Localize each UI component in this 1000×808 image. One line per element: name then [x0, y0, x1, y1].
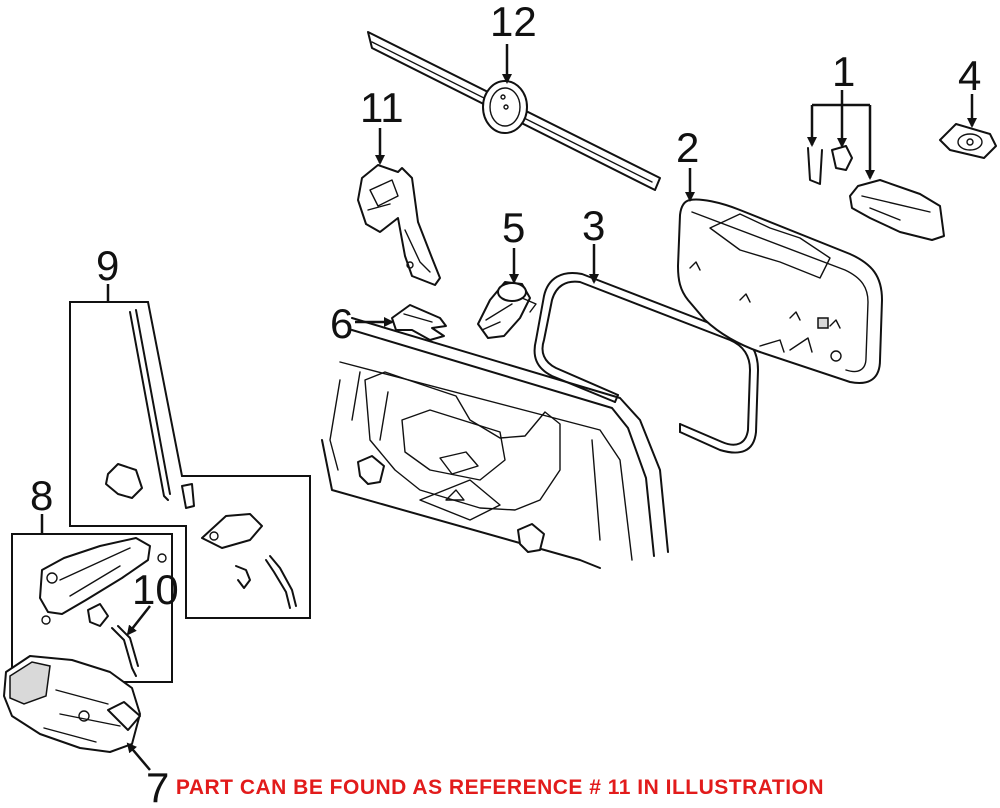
callout-10: 10: [132, 566, 179, 613]
callout-3: 3: [582, 202, 605, 249]
callout-labels: 12 11 6 5 3 2 1 4 9 8 10 7: [30, 0, 981, 808]
callout-1: 1: [832, 48, 855, 95]
callout-4: 4: [958, 52, 981, 99]
part-12-trim-strip: [367, 31, 661, 191]
callout-5: 5: [502, 204, 525, 251]
part-2-trim-panel: [677, 198, 883, 384]
vehicle-body-outline: [321, 317, 669, 569]
part-1-handle-assembly: [807, 145, 945, 241]
callout-11: 11: [360, 84, 404, 131]
callout-7: 7: [146, 764, 169, 808]
callout-2: 2: [676, 124, 699, 171]
part-5-lock-cylinder: [477, 281, 537, 339]
part-7-latch-assembly: [3, 655, 141, 753]
callout-12: 12: [490, 0, 537, 45]
part-11-hinge: [357, 164, 441, 286]
callout-6: 6: [330, 300, 353, 347]
part-3-weatherstrip: [533, 272, 759, 454]
leader-lines: [40, 44, 977, 771]
part-6-bracket: [391, 304, 447, 341]
box-9-rod-assembly: [69, 301, 311, 619]
part-4-switch: [939, 123, 997, 159]
reference-note: PART CAN BE FOUND AS REFERENCE # 11 IN I…: [175, 776, 825, 799]
callout-9: 9: [96, 242, 119, 289]
box-8-latch-components: [11, 533, 173, 683]
callout-8: 8: [30, 472, 53, 519]
